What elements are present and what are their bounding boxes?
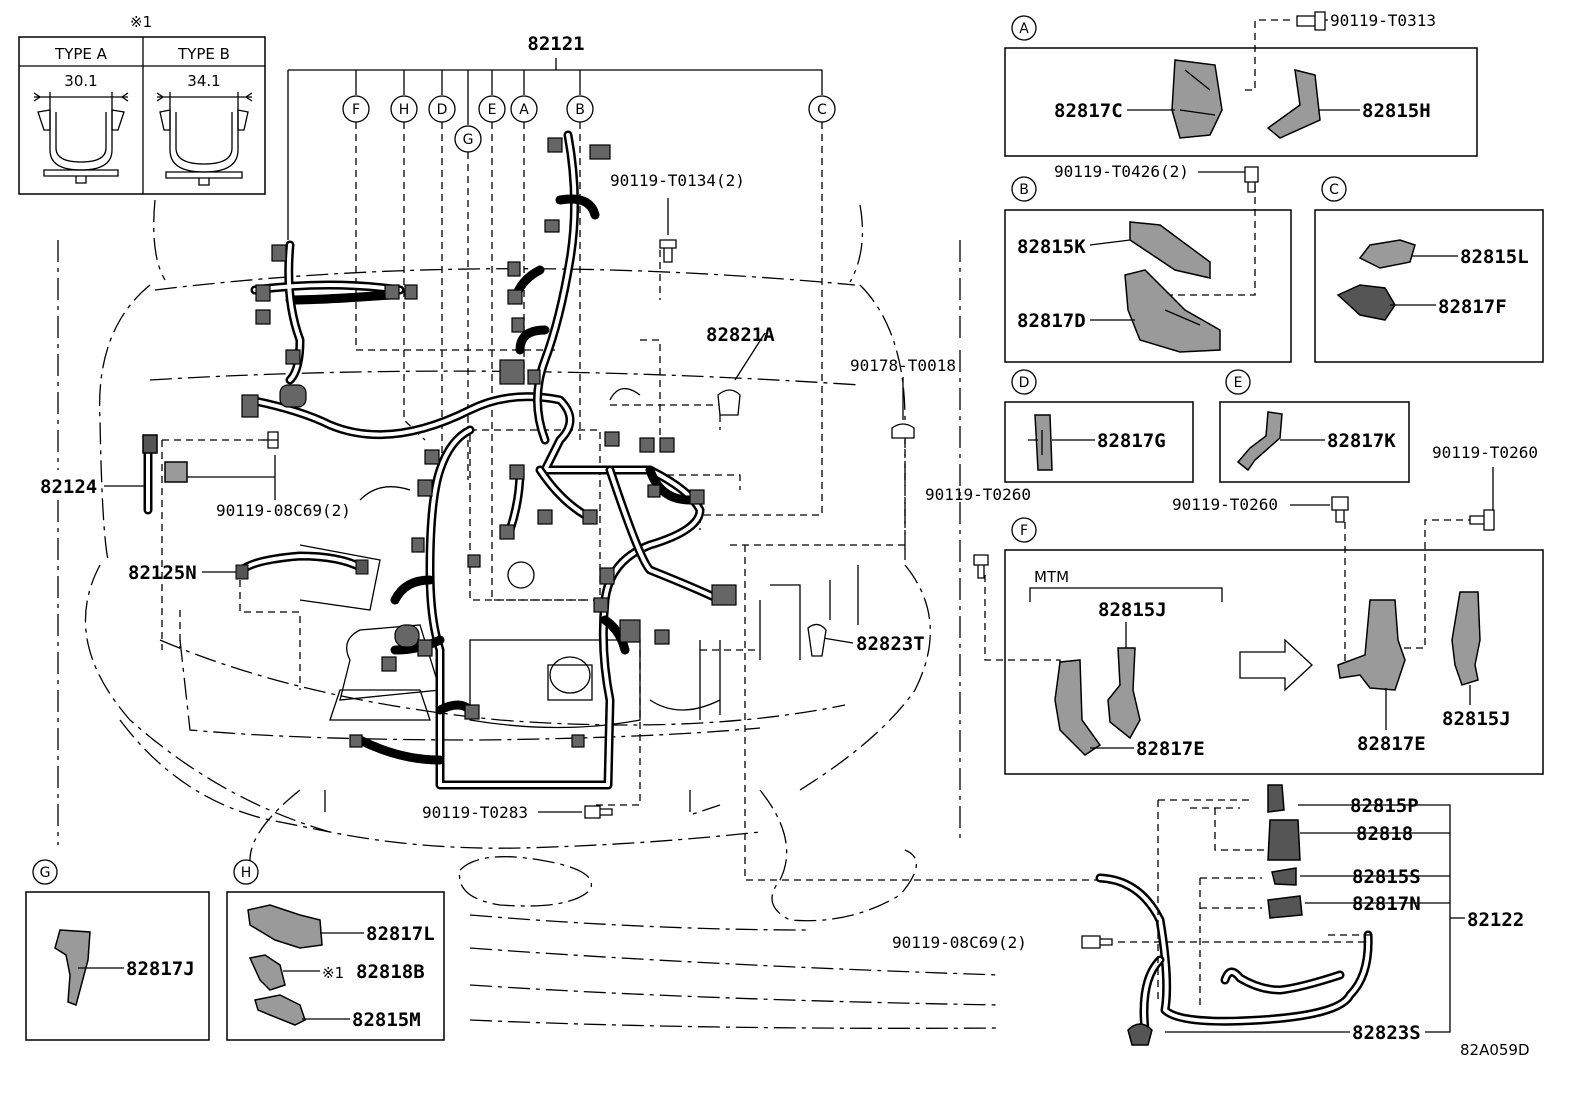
branch-marker-A: A	[510, 95, 538, 123]
label-82818B: 82818B	[356, 961, 425, 983]
detail-box-C	[1314, 209, 1544, 363]
svg-text:B: B	[1019, 182, 1029, 198]
svg-text:G: G	[463, 132, 474, 148]
label-82815J-left: 82815J	[1098, 599, 1167, 621]
label-82815K: 82815K	[1017, 236, 1086, 258]
label-82823T: 82823T	[856, 633, 925, 655]
branch-marker-C: C	[808, 95, 836, 123]
branch-marker-H: H	[390, 95, 418, 123]
label-82122: 82122	[1467, 909, 1524, 931]
detail-box-F	[1004, 549, 1544, 775]
label-82821A: 82821A	[706, 324, 775, 346]
svg-text:F: F	[1020, 523, 1028, 539]
label-82815P: 82815P	[1350, 795, 1419, 817]
harness-82121	[241, 130, 737, 790]
type-b-header: TYPE B	[177, 45, 230, 63]
type-b-dimension: 34.1	[187, 72, 220, 90]
label-bolt-t0260-top: 90119-T0260	[1432, 443, 1538, 462]
detail-box-D	[1004, 401, 1194, 483]
harness-82122	[1095, 784, 1465, 1046]
label-variant-mtm: MTM	[1034, 568, 1069, 586]
bolt-icons	[263, 11, 1495, 949]
svg-text:D: D	[437, 102, 448, 118]
type-a-header: TYPE A	[54, 45, 108, 63]
label-82818: 82818	[1356, 823, 1413, 845]
label-82817E-right: 82817E	[1357, 733, 1426, 755]
label-82815S: 82815S	[1352, 866, 1421, 888]
label-bolt-t0426: 90119-T0426(2)	[1054, 162, 1189, 181]
svg-text:A: A	[519, 102, 529, 118]
label-82817C: 82817C	[1054, 100, 1123, 122]
label-bolt-t0260-mid: 90119-T0260	[925, 485, 1031, 504]
label-82125N: 82125N	[128, 562, 197, 584]
detail-marker-B: B	[1011, 176, 1037, 202]
label-82817L: 82817L	[366, 923, 435, 945]
label-82815J-right: 82815J	[1442, 708, 1511, 730]
label-82815L: 82815L	[1460, 246, 1529, 268]
svg-text:E: E	[1234, 375, 1243, 391]
svg-text:H: H	[399, 102, 410, 118]
svg-text:B: B	[575, 102, 585, 118]
detail-box-H	[226, 891, 445, 1041]
branch-marker-D: D	[428, 95, 456, 123]
label-bolt-t0018: 90178-T0018	[850, 356, 956, 375]
branch-marker-F: F	[342, 95, 370, 123]
svg-text:D: D	[1019, 375, 1030, 391]
diagram-code: 82A059D	[1460, 1041, 1530, 1059]
label-82817F: 82817F	[1438, 296, 1507, 318]
detail-box-E	[1219, 401, 1410, 483]
branch-letter-markers: F H D G E A B C A B C D E F G H	[32, 15, 1347, 885]
engine-components	[299, 388, 721, 729]
label-bolt-t0283: 90119-T0283	[422, 803, 528, 822]
label-bolt-t0134: 90119-T0134(2)	[610, 171, 745, 190]
label-bolt-t0260-right: 90119-T0260	[1172, 495, 1278, 514]
label-82817G: 82817G	[1097, 430, 1166, 452]
svg-text:E: E	[488, 102, 497, 118]
detail-box-G	[25, 891, 210, 1041]
type-a-dimension: 30.1	[64, 72, 97, 90]
label-82817E-left: 82817E	[1136, 738, 1205, 760]
svg-text:H: H	[241, 865, 252, 881]
branch-marker-G: G	[454, 125, 482, 153]
detail-box-A	[1004, 47, 1478, 157]
label-bolt-08c69-right: 90119-08C69(2)	[892, 933, 1027, 952]
harness-82124	[142, 434, 188, 515]
label-82823S: 82823S	[1352, 1022, 1421, 1044]
detail-marker-D: D	[1011, 369, 1037, 395]
branch-marker-E: E	[478, 95, 506, 123]
label-82817K: 82817K	[1327, 430, 1396, 452]
svg-text:G: G	[40, 865, 51, 881]
label-bolt-t0313: 90119-T0313	[1330, 11, 1436, 30]
label-82815M: 82815M	[352, 1009, 421, 1031]
part-labels: 82121 82124 82125N 82821A 82823T 90119-T…	[40, 11, 1538, 1059]
label-82815H: 82815H	[1362, 100, 1431, 122]
harness-82125N	[235, 551, 369, 580]
label-82124: 82124	[40, 476, 97, 498]
label-82817D: 82817D	[1017, 310, 1086, 332]
detail-marker-E: E	[1225, 369, 1251, 395]
detail-marker-C: C	[1321, 176, 1347, 202]
vehicle-body-outline	[84, 199, 1001, 1029]
label-82121: 82121	[527, 33, 584, 55]
svg-text:A: A	[1019, 21, 1029, 37]
label-bolt-08c69-left: 90119-08C69(2)	[216, 501, 351, 520]
detail-box-B	[1004, 209, 1292, 363]
branch-marker-B: B	[566, 95, 594, 123]
label-82817J: 82817J	[126, 958, 195, 980]
svg-text:F: F	[352, 102, 360, 118]
detail-marker-F: F	[1011, 517, 1037, 543]
label-note-mark-h: ※1	[322, 964, 344, 982]
svg-text:C: C	[1329, 182, 1339, 198]
clamp-type-table: ※1 TYPE A TYPE B 30.1 34.1	[18, 13, 266, 195]
label-82817N: 82817N	[1352, 893, 1421, 915]
svg-text:C: C	[817, 102, 827, 118]
clamp-note-mark: ※1	[130, 13, 152, 31]
detail-marker-H: H	[233, 859, 259, 885]
leader-lines	[57, 19, 1494, 881]
detail-marker-A: A	[1011, 15, 1037, 41]
detail-marker-G: G	[32, 859, 58, 885]
